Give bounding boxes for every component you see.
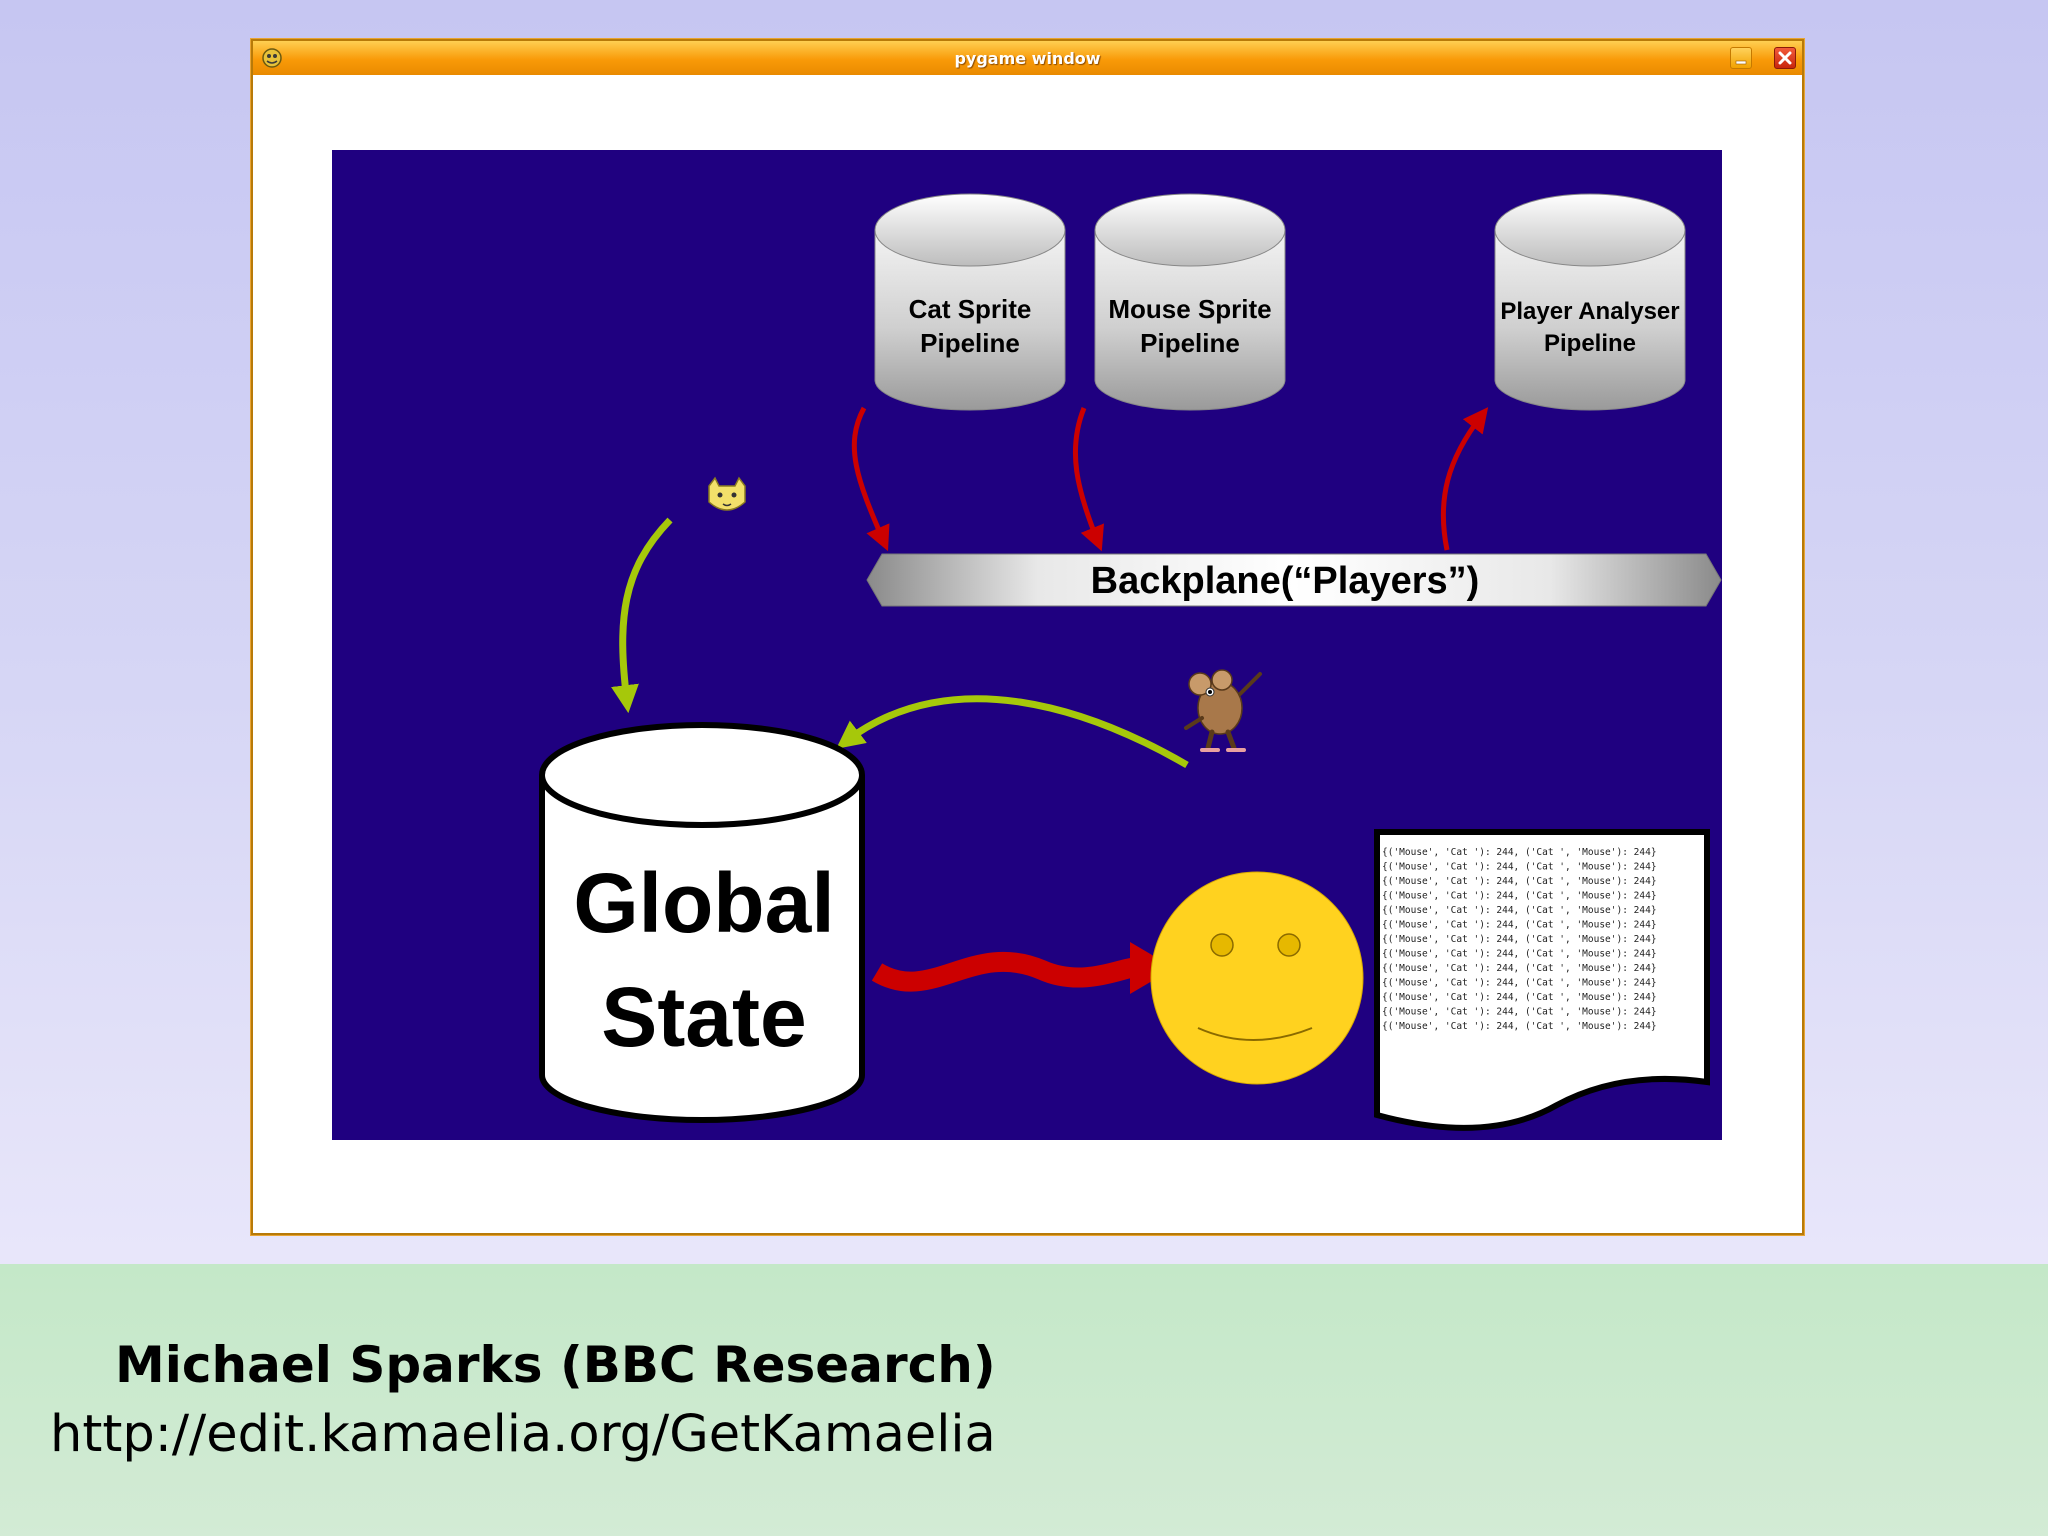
close-icon: [1778, 51, 1792, 65]
cat-pipeline-label-line1: Cat Sprite: [909, 294, 1032, 324]
log-line: {('Mouse', 'Cat '): 244, ('Cat ', 'Mouse…: [1382, 847, 1657, 858]
backplane-bar: Backplane(“Players”): [866, 553, 1722, 607]
log-lines: {('Mouse', 'Cat '): 244, ('Cat ', 'Mouse…: [1382, 847, 1657, 1032]
log-line: {('Mouse', 'Cat '): 244, ('Cat ', 'Mouse…: [1382, 949, 1657, 960]
cat-sprite-pipeline: Cat Sprite Pipeline: [874, 193, 1066, 411]
footer-band: [0, 1264, 2048, 1536]
log-line: {('Mouse', 'Cat '): 244, ('Cat ', 'Mouse…: [1382, 862, 1657, 873]
global-state-label-line2: State: [601, 970, 806, 1064]
player-analyser-pipeline: Player Analyser Pipeline: [1494, 193, 1686, 411]
mouse-sprite-pipeline: Mouse Sprite Pipeline: [1094, 193, 1286, 411]
log-line: {('Mouse', 'Cat '): 244, ('Cat ', 'Mouse…: [1382, 905, 1657, 916]
log-line: {('Mouse', 'Cat '): 244, ('Cat ', 'Mouse…: [1382, 978, 1657, 989]
analyser-pipeline-label-line1: Player Analyser: [1500, 298, 1679, 325]
log-line: {('Mouse', 'Cat '): 244, ('Cat ', 'Mouse…: [1382, 963, 1657, 974]
minimize-icon: [1735, 60, 1747, 65]
presenter-credit: Michael Sparks (BBC Research): [115, 1336, 996, 1394]
mouse-pipeline-label-line1: Mouse Sprite: [1108, 294, 1271, 324]
log-line: {('Mouse', 'Cat '): 244, ('Cat ', 'Mouse…: [1382, 992, 1657, 1003]
backplane-to-analyser-arrow: [1440, 407, 1489, 551]
log-line: {('Mouse', 'Cat '): 244, ('Cat ', 'Mouse…: [1382, 891, 1657, 902]
kamaelia-url[interactable]: http://edit.kamaelia.org/GetKamaelia: [50, 1405, 996, 1464]
minimize-button[interactable]: [1730, 47, 1752, 69]
cat-to-backplane-arrow: [851, 406, 890, 552]
cat-sprite-icon: [708, 476, 746, 511]
log-line: {('Mouse', 'Cat '): 244, ('Cat ', 'Mouse…: [1382, 934, 1657, 945]
window-title: pygame window: [954, 49, 1101, 68]
cat-pipeline-label-line2: Pipeline: [920, 328, 1020, 358]
window-titlebar[interactable]: pygame window: [253, 41, 1802, 75]
analyser-pipeline-label-line2: Pipeline: [1544, 330, 1636, 357]
mouse-to-global-state-arrow: [836, 695, 1189, 769]
log-line: {('Mouse', 'Cat '): 244, ('Cat ', 'Mouse…: [1382, 876, 1657, 887]
cat-to-global-state-arrow: [611, 517, 673, 714]
smiley-face-icon: [1150, 871, 1364, 1085]
log-document: {('Mouse', 'Cat '): 244, ('Cat ', 'Mouse…: [1374, 829, 1710, 1131]
global-state-label-line1: Global: [573, 856, 834, 950]
pygame-snake-icon[interactable]: [261, 47, 283, 69]
mouse-to-backplane-arrow: [1072, 407, 1104, 552]
global-state-cylinder: Global State: [539, 722, 865, 1123]
log-line: {('Mouse', 'Cat '): 244, ('Cat ', 'Mouse…: [1382, 920, 1657, 931]
backplane-label: Backplane(“Players”): [1091, 560, 1480, 602]
close-button[interactable]: [1774, 47, 1796, 69]
global-state-to-smiley-arrow: [871, 951, 1134, 992]
mouse-sprite-icon: [1184, 669, 1262, 752]
mouse-pipeline-label-line2: Pipeline: [1140, 328, 1240, 358]
log-line: {('Mouse', 'Cat '): 244, ('Cat ', 'Mouse…: [1382, 1021, 1657, 1032]
log-line: {('Mouse', 'Cat '): 244, ('Cat ', 'Mouse…: [1382, 1007, 1657, 1018]
pygame-canvas: Cat Sprite Pipeline Mouse Sprite Pipelin…: [332, 150, 1722, 1140]
